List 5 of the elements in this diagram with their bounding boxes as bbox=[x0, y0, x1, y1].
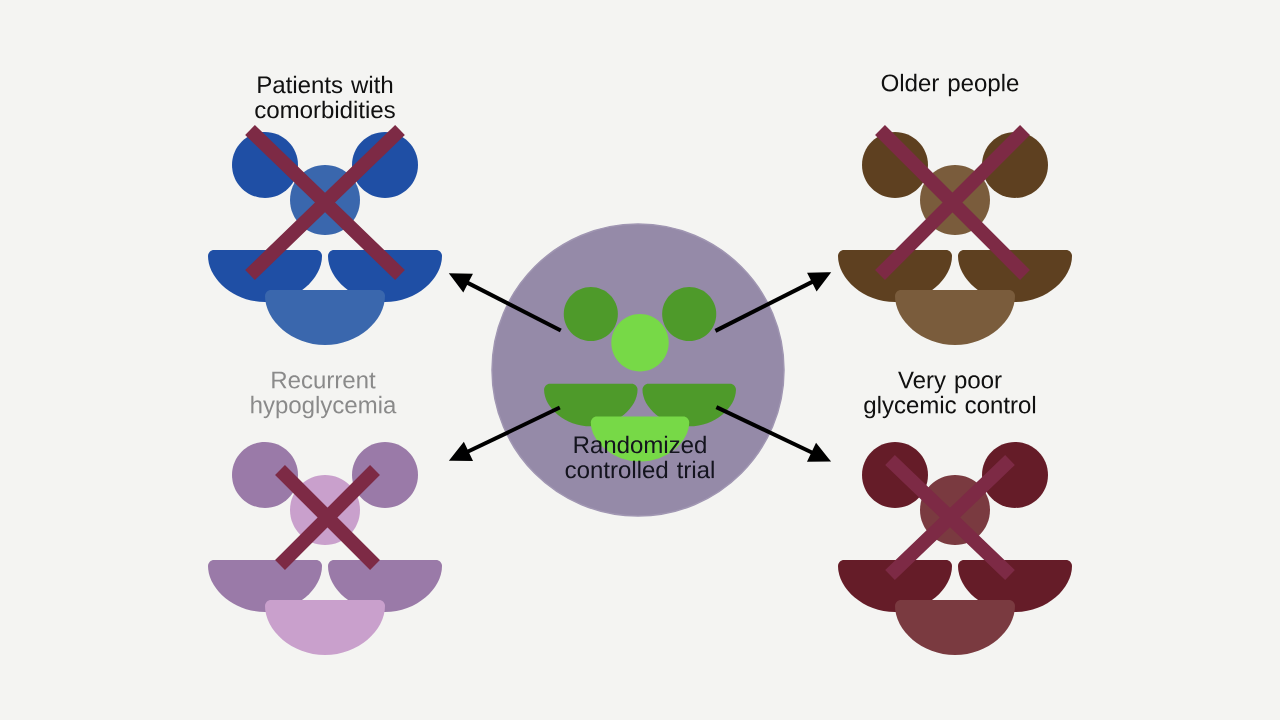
heading: Patients with comorbidities bbox=[255, 75, 395, 119]
heading: Recurrent hypoglycemia bbox=[251, 371, 397, 419]
heading: Older people bbox=[881, 73, 1019, 97]
node-label: Randomized controlled trial bbox=[565, 435, 714, 479]
heading: Very poor glycemic control bbox=[864, 371, 1036, 419]
